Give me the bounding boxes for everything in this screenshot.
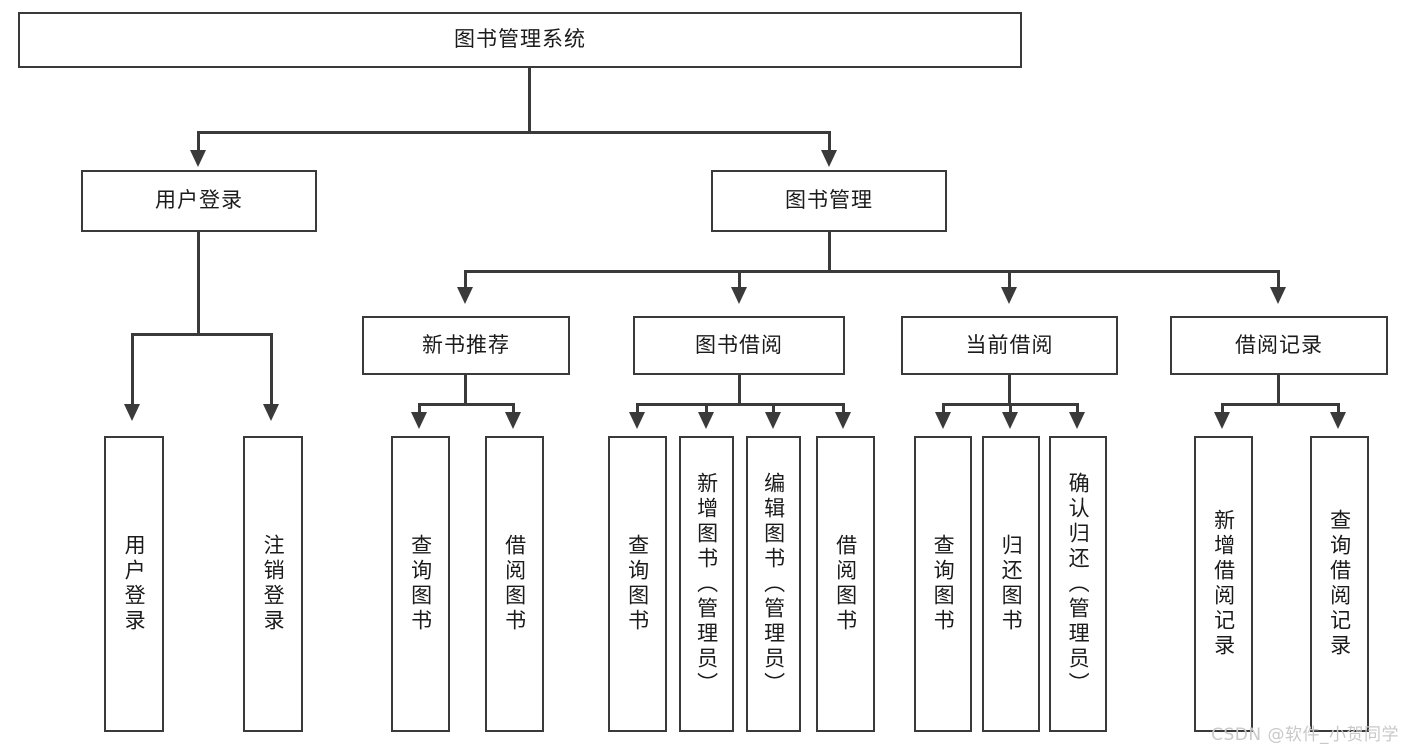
edge-bb-to-leaf-4 [842, 403, 845, 413]
edge-user-login-to-leaf-1 [131, 333, 134, 405]
edge-user-login-stem [197, 232, 200, 335]
node-label: 确认归还（管理员） [1066, 471, 1091, 697]
edge-root-to-user-login [197, 131, 200, 151]
edge-new-book-bus [418, 403, 515, 406]
node-leaf-logout-login[interactable]: 注销登录 [243, 436, 303, 732]
edge-cb-to-leaf-2 [1009, 403, 1012, 413]
arrowhead-user-login [190, 150, 206, 167]
node-book-management[interactable]: 图书管理 [711, 170, 947, 232]
arrowhead-bb-add-book [698, 412, 714, 429]
edge-cb-to-leaf-3 [1076, 403, 1079, 413]
node-label: 借阅记录 [1235, 332, 1323, 357]
node-leaf-br-add-record[interactable]: 新增借阅记录 [1194, 436, 1253, 732]
node-new-book-recommend[interactable]: 新书推荐 [362, 316, 570, 375]
node-label: 查询图书 [408, 534, 433, 634]
node-label: 当前借阅 [965, 332, 1054, 357]
node-label: 用户登录 [122, 534, 147, 634]
edge-cb-to-leaf-1 [942, 403, 945, 413]
edge-borrow-record-stem [1277, 375, 1280, 405]
arrowhead-book-borrow [731, 287, 747, 304]
node-label: 查询图书 [931, 534, 956, 634]
node-user-login[interactable]: 用户登录 [81, 170, 317, 232]
node-borrow-record[interactable]: 借阅记录 [1170, 316, 1388, 375]
node-leaf-nb-borrow-book[interactable]: 借阅图书 [485, 436, 544, 732]
node-leaf-cb-confirm-return-admin[interactable]: 确认归还（管理员） [1049, 436, 1107, 732]
node-leaf-user-login[interactable]: 用户登录 [104, 436, 164, 732]
arrowhead-bb-query-book [629, 412, 645, 429]
arrowhead-nb-query-book [411, 412, 427, 429]
node-label: 借阅图书 [502, 534, 527, 634]
node-label: 图书借阅 [695, 332, 783, 357]
node-label: 新书推荐 [422, 332, 510, 357]
arrowhead-cb-query-book [935, 412, 951, 429]
arrowhead-bb-edit-book [765, 412, 781, 429]
node-label: 注销登录 [261, 534, 286, 634]
node-label: 新增图书（管理员） [694, 471, 719, 697]
node-label: 查询图书 [625, 534, 650, 634]
edge-bm-to-borrow-record [1277, 270, 1280, 288]
node-label: 编辑图书（管理员） [761, 471, 786, 697]
edge-root-bus [197, 131, 831, 134]
node-leaf-bb-query-book[interactable]: 查询图书 [608, 436, 667, 732]
edge-user-login-bus [131, 333, 273, 336]
arrowhead-new-book-recommend [457, 287, 473, 304]
arrowhead-borrow-record [1270, 287, 1286, 304]
arrowhead-cb-return-book [1002, 412, 1018, 429]
node-book-borrow[interactable]: 图书借阅 [633, 316, 845, 375]
node-leaf-cb-query-book[interactable]: 查询图书 [914, 436, 972, 732]
edge-bb-to-leaf-2 [705, 403, 708, 413]
edge-root-stem [528, 68, 531, 133]
edge-br-to-leaf-1 [1221, 403, 1224, 413]
edge-book-borrow-bus [636, 403, 844, 406]
node-leaf-bb-add-book-admin[interactable]: 新增图书（管理员） [679, 436, 734, 732]
node-label: 图书管理系统 [454, 27, 586, 52]
node-leaf-cb-return-book[interactable]: 归还图书 [982, 436, 1040, 732]
node-leaf-bb-borrow-book[interactable]: 借阅图书 [816, 436, 875, 732]
edge-current-borrow-stem [1008, 375, 1011, 405]
edge-bm-to-new-book [464, 270, 467, 288]
edge-bb-to-leaf-1 [636, 403, 639, 413]
edge-new-book-stem [464, 375, 467, 405]
arrowhead-br-add-record [1214, 412, 1230, 429]
arrowhead-cb-confirm-return [1069, 412, 1085, 429]
node-current-borrow[interactable]: 当前借阅 [901, 316, 1118, 375]
node-leaf-br-query-record[interactable]: 查询借阅记录 [1310, 436, 1369, 732]
arrowhead-leaf-logout-login [263, 404, 279, 421]
arrowhead-bb-borrow-book [835, 412, 851, 429]
edge-new-book-to-leaf-2 [512, 403, 515, 413]
node-label: 图书管理 [785, 188, 873, 213]
node-root-book-management-system[interactable]: 图书管理系统 [18, 12, 1022, 68]
edge-br-to-leaf-2 [1337, 403, 1340, 413]
edge-bb-to-leaf-3 [772, 403, 775, 413]
arrowhead-leaf-user-login [124, 404, 140, 421]
edge-book-management-bus [464, 270, 1280, 273]
node-leaf-bb-edit-book-admin[interactable]: 编辑图书（管理员） [746, 436, 801, 732]
edge-book-borrow-stem [738, 375, 741, 405]
arrowhead-nb-borrow-book [505, 412, 521, 429]
arrowhead-current-borrow [1001, 287, 1017, 304]
node-label: 查询借阅记录 [1327, 509, 1352, 659]
edge-user-login-to-leaf-2 [270, 333, 273, 405]
node-label: 借阅图书 [833, 534, 858, 634]
edge-new-book-to-leaf-1 [418, 403, 421, 413]
node-label: 归还图书 [999, 534, 1024, 634]
node-label: 用户登录 [155, 188, 243, 213]
edge-bm-to-current-borrow [1008, 270, 1011, 288]
edge-book-management-stem [828, 232, 831, 272]
node-label: 新增借阅记录 [1211, 509, 1236, 659]
edge-bm-to-book-borrow [738, 270, 741, 288]
arrowhead-book-management [821, 150, 837, 167]
edge-root-to-book-management [828, 131, 831, 151]
arrowhead-br-query-record [1330, 412, 1346, 429]
node-leaf-nb-query-book[interactable]: 查询图书 [391, 436, 450, 732]
edge-borrow-record-bus [1221, 403, 1340, 406]
